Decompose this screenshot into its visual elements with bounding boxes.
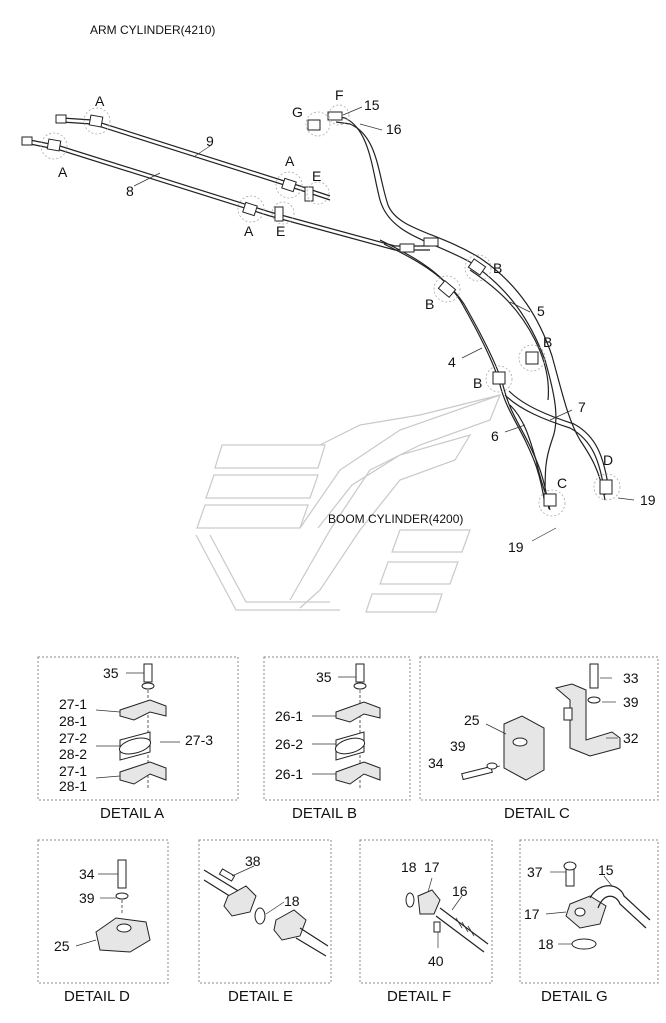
pipe-9 [61, 117, 331, 201]
detail-a-label-4: 28-2 [59, 746, 87, 762]
pipe-5 [469, 269, 550, 401]
detail-g-frame [519, 839, 659, 984]
detail-a-drawing: 35 27-1 28-1 27-2 28-2 27-3 27-1 28-1 [59, 663, 213, 794]
callout-a-4: A [244, 223, 254, 239]
detail-c-label-0: 33 [623, 670, 639, 686]
callout-b-4: B [473, 375, 482, 391]
callout-a-2: A [58, 164, 68, 180]
detail-d-drawing: 34 39 25 [54, 859, 151, 954]
callout-b-3: B [543, 334, 552, 350]
detail-b-caption: DETAIL B [292, 805, 357, 822]
detail-a-label-6: 27-1 [59, 763, 87, 779]
callout-4: 4 [448, 354, 456, 370]
detail-g-label-2: 17 [524, 906, 540, 922]
detail-d-label-1: 39 [79, 890, 95, 906]
detail-g-label-1: 15 [598, 862, 614, 878]
pipe-16 [335, 121, 606, 501]
detail-b-label-1: 26-1 [275, 708, 303, 724]
callout-e-1: E [312, 168, 321, 184]
pipe-7 [504, 390, 610, 496]
detail-a-label-3: 27-2 [59, 730, 87, 746]
detail-e-drawing: 38 18 [203, 853, 329, 957]
detail-a-label-1: 27-1 [59, 696, 87, 712]
detail-circles [40, 104, 621, 517]
detail-g-label-0: 37 [527, 864, 543, 880]
detail-b-label-3: 26-1 [275, 766, 303, 782]
callout-19-right: 19 [640, 492, 656, 508]
callout-15: 15 [364, 97, 380, 113]
detail-c-drawing: 33 39 32 25 39 34 [428, 663, 639, 781]
callout-e-2: E [276, 223, 285, 239]
detail-d-caption: DETAIL D [64, 988, 130, 1005]
callout-16: 16 [386, 121, 402, 137]
detail-g-caption: DETAIL G [541, 988, 608, 1005]
callout-c: C [557, 475, 567, 491]
detail-e-label-1: 18 [284, 893, 300, 909]
pipe-clamps [21, 111, 613, 507]
detail-c-label-2: 32 [623, 730, 639, 746]
callout-f: F [335, 87, 344, 103]
detail-f-label-1: 17 [424, 859, 440, 875]
arm-cylinder-title: ARM CYLINDER(4210) [90, 23, 215, 37]
detail-f-label-0: 18 [401, 859, 417, 875]
boom-cylinder-title: BOOM CYLINDER(4200) [328, 512, 463, 526]
detail-c-label-4: 39 [450, 738, 466, 754]
pipe-15 [329, 115, 557, 501]
callout-a-3: A [285, 153, 295, 169]
detail-g-drawing: 37 15 17 18 [524, 861, 651, 952]
detail-d-frame [37, 839, 169, 984]
detail-f-label-3: 40 [428, 953, 444, 969]
detail-b-frame [263, 656, 411, 801]
callout-a-1: A [95, 93, 105, 109]
callout-b-2: B [425, 296, 434, 312]
callouts: A A A A E E F G B B B B C D 4 5 6 7 8 9 … [58, 87, 656, 555]
detail-a-frame [37, 656, 239, 801]
detail-e-label-0: 38 [245, 853, 261, 869]
detail-frames [37, 656, 659, 984]
detail-f-drawing: 18 17 16 40 [401, 859, 489, 969]
detail-d-label-2: 25 [54, 938, 70, 954]
callout-7: 7 [578, 399, 586, 415]
detail-a-label-0: 35 [103, 665, 119, 681]
detail-c-label-5: 34 [428, 755, 444, 771]
callout-8: 8 [126, 183, 134, 199]
detail-f-caption: DETAIL F [387, 988, 451, 1005]
detail-a-caption: DETAIL A [100, 805, 164, 822]
detail-b-label-2: 26-2 [275, 736, 303, 752]
detail-b-drawing: 35 26-1 26-2 26-1 [275, 663, 381, 790]
callout-d: D [603, 452, 613, 468]
detail-g-label-3: 18 [538, 936, 554, 952]
callout-b-1: B [493, 260, 502, 276]
detail-d-label-0: 34 [79, 866, 95, 882]
detail-c-label-3: 25 [464, 712, 480, 728]
main-leaders [133, 106, 635, 542]
detail-f-label-2: 16 [452, 883, 468, 899]
detail-a-label-5: 27-3 [185, 732, 213, 748]
callout-19-left: 19 [508, 539, 524, 555]
detail-e-caption: DETAIL E [228, 988, 293, 1005]
callout-9: 9 [206, 133, 214, 149]
detail-c-label-1: 39 [623, 694, 639, 710]
watermark-logo [195, 393, 502, 613]
callout-5: 5 [537, 303, 545, 319]
callout-6: 6 [491, 428, 499, 444]
detail-b-label-0: 35 [316, 669, 332, 685]
pipe-4 [379, 239, 550, 510]
detail-c-frame [419, 656, 659, 801]
detail-a-label-2: 28-1 [59, 713, 87, 729]
detail-a-label-7: 28-1 [59, 778, 87, 794]
detail-c-caption: DETAIL C [504, 805, 570, 822]
detail-f-frame [359, 839, 493, 984]
callout-g: G [292, 104, 303, 120]
detail-e-frame [198, 839, 332, 984]
